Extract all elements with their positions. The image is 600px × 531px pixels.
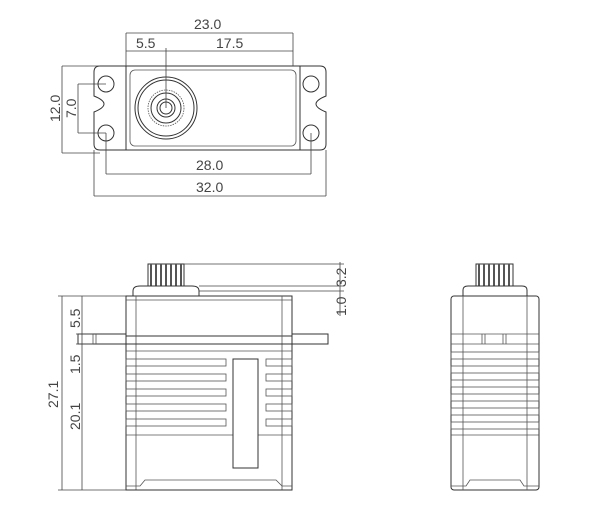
- dim-32-0: 32.0: [196, 179, 223, 195]
- dim-5-5-top: 5.5: [136, 35, 156, 51]
- dim-20-1: 20.1: [67, 403, 83, 430]
- dim-7-0: 7.0: [63, 98, 79, 118]
- dim-3-2: 3.2: [333, 267, 349, 287]
- dim-1-0: 1.0: [333, 296, 349, 316]
- top-view: 23.0 5.5 17.5 12.0 7.0 28.0 32.0: [47, 16, 327, 197]
- dim-12-0: 12.0: [47, 95, 63, 122]
- end-view: [450, 263, 540, 491]
- dim-23-0: 23.0: [194, 16, 221, 32]
- dim-5-5-side: 5.5: [67, 308, 83, 328]
- dim-28-0: 28.0: [196, 157, 223, 173]
- dim-17-5: 17.5: [216, 35, 243, 51]
- dim-1-5: 1.5: [67, 354, 83, 374]
- dim-27-1: 27.1: [45, 381, 61, 408]
- side-view: 3.2 1.0 27.1 5.5 1.5 20.1: [45, 262, 349, 491]
